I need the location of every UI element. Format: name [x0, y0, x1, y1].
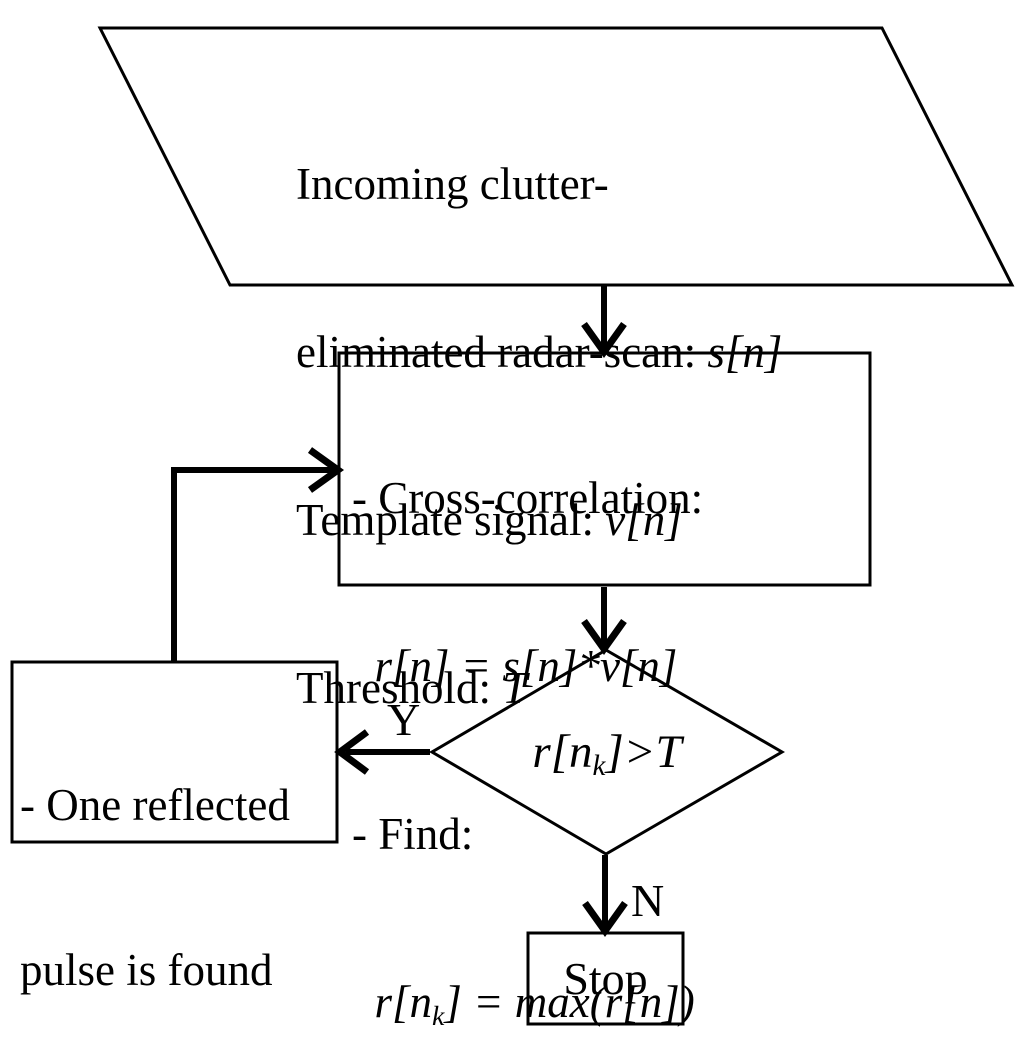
found-line-1: - One reflected: [20, 780, 290, 830]
arrowhead-decision-to-stop-icon: [582, 900, 628, 938]
no-branch-label: N: [631, 875, 665, 926]
found-node-text: - One reflected pulse is found - Remove …: [20, 668, 295, 1046]
decision-diamond: [429, 648, 785, 856]
process-line-2: r[n] = s[n]*v[n]: [374, 641, 678, 691]
process-node-text: - Cross-correlation: r[n] = s[n]*v[n] - …: [352, 358, 703, 1046]
decision-line-1: r[nk]>T: [532, 726, 682, 783]
yes-branch-label: Y: [387, 694, 421, 745]
input-line-2: eliminated radar-scan: s[n]: [296, 327, 783, 377]
process-line-3: - Find:: [352, 809, 474, 859]
arrowhead-decision-to-found-icon: [334, 729, 370, 775]
arrowhead-input-to-process-icon: [581, 321, 627, 359]
arrow-found-to-process: [171, 467, 333, 661]
input-line-4: Threshold: T: [296, 663, 528, 713]
stop-line-1: Stop: [563, 953, 648, 1004]
found-line-2: pulse is found: [20, 945, 273, 995]
process-line-4: r[nk] = max(r[n]): [374, 977, 695, 1032]
arrowhead-found-to-process-icon: [307, 447, 345, 493]
input-line-3: Template signal: v[n]: [296, 495, 683, 545]
input-parallelogram: [97, 26, 1015, 287]
arrowhead-process-to-decision-icon: [581, 618, 627, 656]
stop-node-text: Stop: [528, 933, 683, 1024]
input-line-1: Incoming clutter-: [296, 159, 609, 209]
decision-node-text: r[nk]>T: [432, 650, 782, 854]
process-line-1: - Cross-correlation:: [352, 473, 704, 523]
input-node-text: Incoming clutter- eliminated radar-scan:…: [296, 44, 782, 828]
